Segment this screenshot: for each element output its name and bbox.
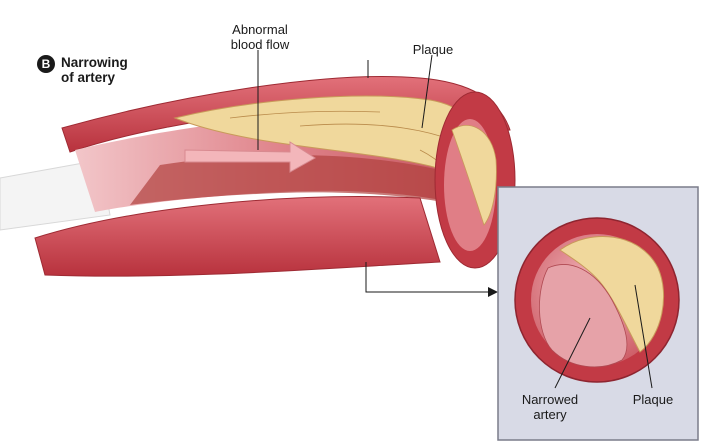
panel-title: Narrowing of artery xyxy=(61,55,128,85)
abnormal-flow-label: Abnormal blood flow xyxy=(205,22,315,52)
inset-connector-arrowhead xyxy=(488,287,498,297)
panel-badge: B xyxy=(37,55,55,73)
narrowed-artery-label: Narrowed artery xyxy=(510,392,590,422)
plaque-label-inset: Plaque xyxy=(618,392,688,407)
plaque-label-top: Plaque xyxy=(398,42,468,57)
